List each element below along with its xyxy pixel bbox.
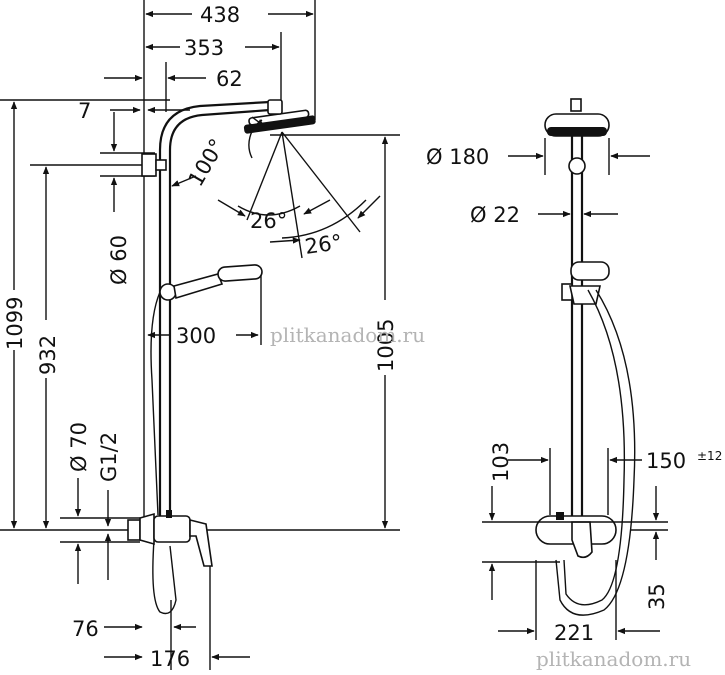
dim-1099: 1099: [3, 297, 27, 350]
hand-shower-handle: [173, 273, 224, 300]
dim-353: 353: [184, 36, 224, 60]
dim-62: 62: [216, 67, 243, 91]
dim-diameter-60: Ø 60: [107, 235, 131, 285]
hand-shower-side: [570, 261, 610, 281]
dim-103: 103: [489, 442, 513, 482]
mixer-body: [153, 515, 191, 543]
mixer-top-knob: [556, 512, 564, 520]
dim-35: 35: [645, 583, 669, 610]
dim-300: 300: [176, 324, 216, 348]
wall-bracket-side: [568, 157, 586, 175]
dim-diameter-70: Ø 70: [67, 422, 91, 472]
thread-g12: G1/2: [97, 432, 121, 482]
dim-1005: 1005: [374, 319, 398, 372]
shower-plate-side: [547, 127, 607, 136]
angle-ray: [281, 131, 303, 259]
top-knob: [570, 98, 582, 112]
dim-diameter-22: Ø 22: [470, 203, 520, 227]
dim-176: 176: [150, 647, 190, 671]
angle-arrow: [357, 195, 381, 219]
dim-7: 7: [78, 99, 91, 123]
angle-ray: [246, 131, 283, 221]
mixer-connector: [139, 512, 155, 546]
angle-arc: [281, 199, 367, 239]
watermark: plitkanadom.ru: [536, 647, 691, 671]
dim-438: 438: [200, 3, 240, 27]
holder-side: [569, 285, 601, 305]
angle-arrow: [269, 237, 301, 244]
dim-diameter-180: Ø 180: [426, 145, 489, 169]
mixer-lever: [189, 518, 213, 567]
angle-arc: [237, 205, 301, 216]
dim-76: 76: [72, 617, 99, 641]
angle-26-a: 26°: [250, 209, 287, 233]
angle-arrow: [217, 199, 246, 217]
shower-plate: [243, 115, 316, 134]
mixer-wall-flange: [127, 519, 141, 541]
dim-150-tolerance: ±12: [697, 449, 722, 463]
hose: [150, 291, 161, 516]
hand-shower-head: [217, 264, 263, 282]
mixer-outlet: [166, 510, 172, 518]
angle-arrow: [303, 199, 331, 215]
dim-221: 221: [554, 621, 594, 645]
angle-26-b: 26°: [303, 230, 343, 259]
dim-932: 932: [36, 335, 60, 375]
angle-100: 100°: [184, 135, 230, 191]
angle-arrow: [171, 175, 197, 187]
mixer-lever-side: [571, 521, 593, 559]
hose-side: [555, 289, 636, 616]
front-view: 438 353 62 7 Ø 60 1099 932: [0, 0, 400, 671]
shower-joint: [267, 99, 283, 115]
angle-arrow: [251, 116, 265, 127]
riser-pipe: [158, 100, 271, 520]
side-view: Ø 180 Ø 22 103 150 ±12 35 221: [426, 98, 722, 645]
hose-loop: [152, 539, 177, 615]
watermark: plitkanadom.ru: [270, 323, 425, 347]
angle-ray: [281, 131, 361, 233]
dim-150: 150: [646, 449, 686, 473]
wall-bracket-clamp: [155, 159, 167, 171]
hose-side: [563, 289, 626, 606]
riser-pipe-inner: [168, 108, 271, 520]
wall-bracket: [141, 153, 157, 177]
